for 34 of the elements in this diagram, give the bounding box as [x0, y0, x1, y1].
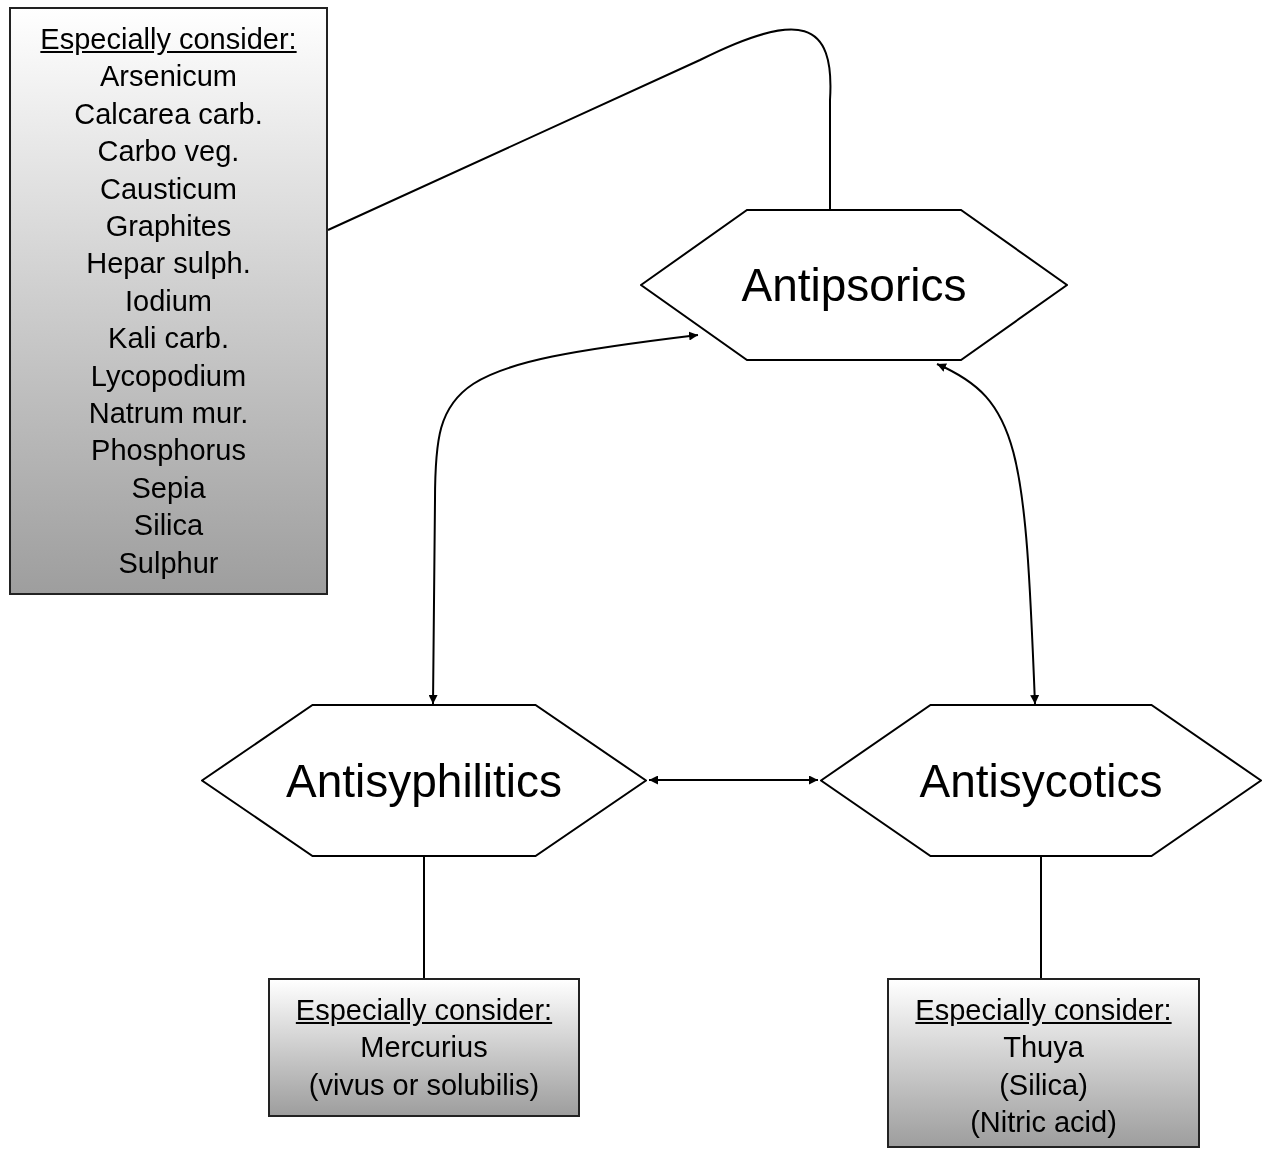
remedy-name: Arsenicum	[100, 59, 237, 95]
remedy-name: Sulphur	[118, 545, 219, 581]
remedy-name: Hepar sulph.	[86, 246, 251, 282]
double-arrow	[428, 331, 699, 705]
remedy-name: Iodium	[124, 283, 212, 319]
remedy-name: (Nitric acid)	[970, 1105, 1117, 1141]
connector-line	[1040, 856, 1042, 979]
remedy-name: Causticum	[100, 171, 237, 207]
remedy-name: Silica	[133, 508, 204, 544]
remedy-name: Thuya	[1003, 1030, 1084, 1066]
double-arrow	[936, 363, 1040, 705]
remedy-box	[887, 978, 1200, 1148]
list-heading: Especially consider:	[40, 22, 297, 57]
hexagon-node	[201, 704, 647, 857]
remedy-name: Mercurius	[360, 1030, 488, 1066]
remedy-name: Lycopodium	[90, 358, 247, 394]
connector-line	[423, 856, 425, 979]
list-heading: Especially consider:	[915, 993, 1172, 1028]
remedy-name: (vivus or solubilis)	[308, 1067, 540, 1103]
remedy-name: Natrum mur.	[88, 396, 249, 432]
remedy-name: Graphites	[105, 209, 232, 245]
remedy-box	[268, 978, 580, 1117]
remedy-name: Phosphorus	[91, 433, 246, 469]
remedy-name: Carbo veg.	[97, 134, 240, 170]
double-arrow	[648, 775, 819, 785]
hexagon-node	[820, 704, 1262, 857]
remedy-name: Sepia	[131, 470, 206, 506]
connector-line	[327, 28, 832, 231]
remedy-name: Calcarea carb.	[74, 96, 263, 132]
list-heading: Especially consider:	[295, 993, 553, 1028]
remedy-box	[9, 7, 328, 595]
remedy-name: (Silica)	[999, 1067, 1088, 1103]
hexagon-node	[640, 209, 1068, 361]
remedy-name: Kali carb.	[108, 321, 229, 357]
